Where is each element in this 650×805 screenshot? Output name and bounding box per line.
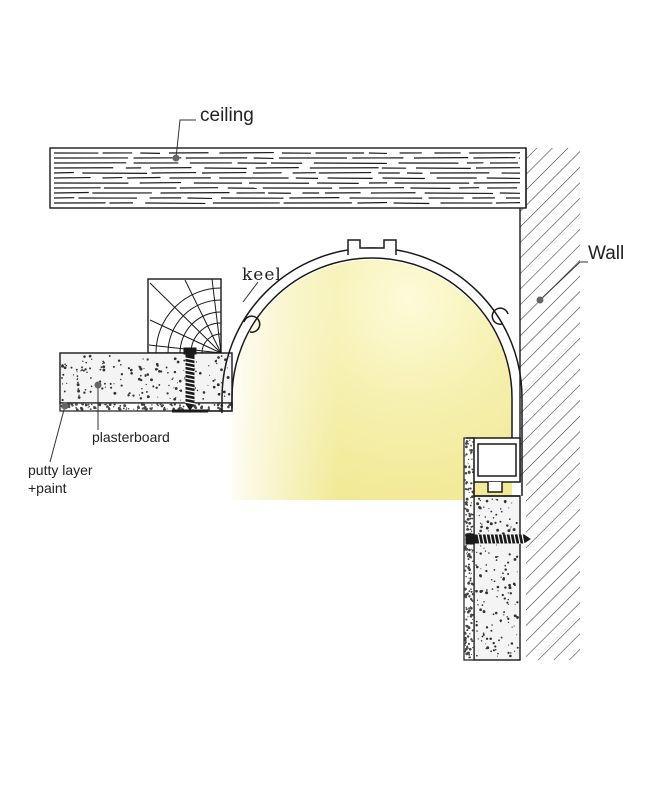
keel-block xyxy=(148,279,221,353)
label-plasterboard: plasterboard xyxy=(92,430,170,445)
screw-vertical xyxy=(466,534,530,544)
label-wall: Wall xyxy=(588,244,624,265)
wall xyxy=(520,148,580,660)
label-putty-line1: putty layer xyxy=(28,463,93,478)
plasterboard-horizontal xyxy=(60,353,232,411)
ceiling-slab xyxy=(50,148,526,208)
label-keel: keel xyxy=(242,266,282,285)
label-ceiling: ceiling xyxy=(200,106,254,127)
label-putty-line2: +paint xyxy=(28,481,67,496)
